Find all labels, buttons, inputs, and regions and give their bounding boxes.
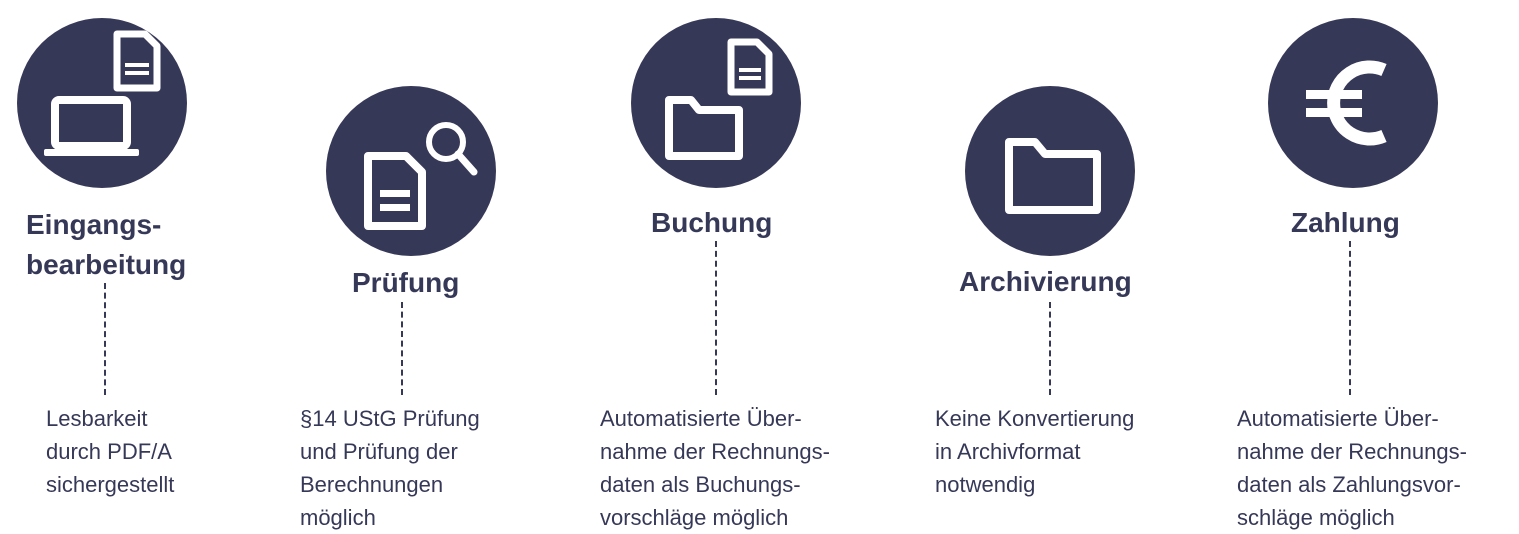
step-description-line: durch PDF/A (46, 439, 172, 464)
step-connector-pruefung (401, 302, 403, 395)
step-title-line: Archivierung (959, 266, 1132, 297)
step-description-line: vorschläge möglich (600, 505, 789, 530)
step-title-line: bearbeitung (26, 249, 187, 280)
step-description-line: nahme der Rechnungs- (1237, 439, 1467, 464)
laptop-document-icon (44, 30, 161, 156)
step-circle-archivierung (965, 86, 1135, 256)
euro-icon (1306, 60, 1387, 146)
folder-icon (1005, 138, 1101, 214)
step-description-buchung: Automatisierte Über- nahme der Rechnungs… (600, 402, 830, 534)
step-description-line: möglich (300, 505, 376, 530)
step-title-pruefung: Prüfung (352, 263, 459, 303)
step-description-line: Automatisierte Über- (600, 406, 802, 431)
step-connector-zahlung (1349, 241, 1351, 395)
document-search-icon (364, 122, 478, 230)
step-description-eingangsbearbeitung: Lesbarkeit durch PDF/A sichergestellt (46, 402, 174, 501)
step-description-zahlung: Automatisierte Über- nahme der Rechnungs… (1237, 402, 1467, 534)
step-circle-buchung (631, 18, 801, 188)
step-description-line: in Archivformat (935, 439, 1081, 464)
step-title-line: Prüfung (352, 267, 460, 298)
step-circle-pruefung (326, 86, 496, 256)
step-connector-buchung (715, 241, 717, 395)
step-description-line: notwendig (935, 472, 1036, 497)
step-description-line: Automatisierte Über- (1237, 406, 1439, 431)
step-title-archivierung: Archivierung (959, 262, 1132, 302)
step-connector-eingangsbearbeitung (104, 283, 106, 395)
step-description-pruefung: §14 UStG Prüfung und Prüfung der Berechn… (300, 402, 480, 534)
step-description-line: und Prüfung der (300, 439, 458, 464)
step-description-line: Lesbarkeit (46, 406, 148, 431)
step-description-line: Berechnungen (300, 472, 444, 497)
step-description-archivierung: Keine Konvertierung in Archivformat notw… (935, 402, 1134, 501)
folder-document-icon (665, 38, 773, 160)
step-circle-zahlung (1268, 18, 1438, 188)
step-title-line: Buchung (651, 207, 773, 238)
step-description-line: schläge möglich (1237, 505, 1395, 530)
step-title-line: Zahlung (1291, 207, 1400, 238)
step-title-zahlung: Zahlung (1291, 203, 1400, 243)
step-title-buchung: Buchung (651, 203, 772, 243)
step-description-line: §14 UStG Prüfung (300, 406, 480, 431)
step-circle-eingangsbearbeitung (17, 18, 187, 188)
step-title-eingangsbearbeitung: Eingangs- bearbeitung (26, 205, 186, 285)
step-description-line: Keine Konvertierung (935, 406, 1135, 431)
step-description-line: sichergestellt (46, 472, 175, 497)
step-connector-archivierung (1049, 302, 1051, 395)
step-description-line: daten als Buchungs- (600, 472, 801, 497)
step-description-line: daten als Zahlungsvor- (1237, 472, 1461, 497)
step-description-line: nahme der Rechnungs- (600, 439, 830, 464)
step-title-line: Eingangs- (26, 209, 162, 240)
